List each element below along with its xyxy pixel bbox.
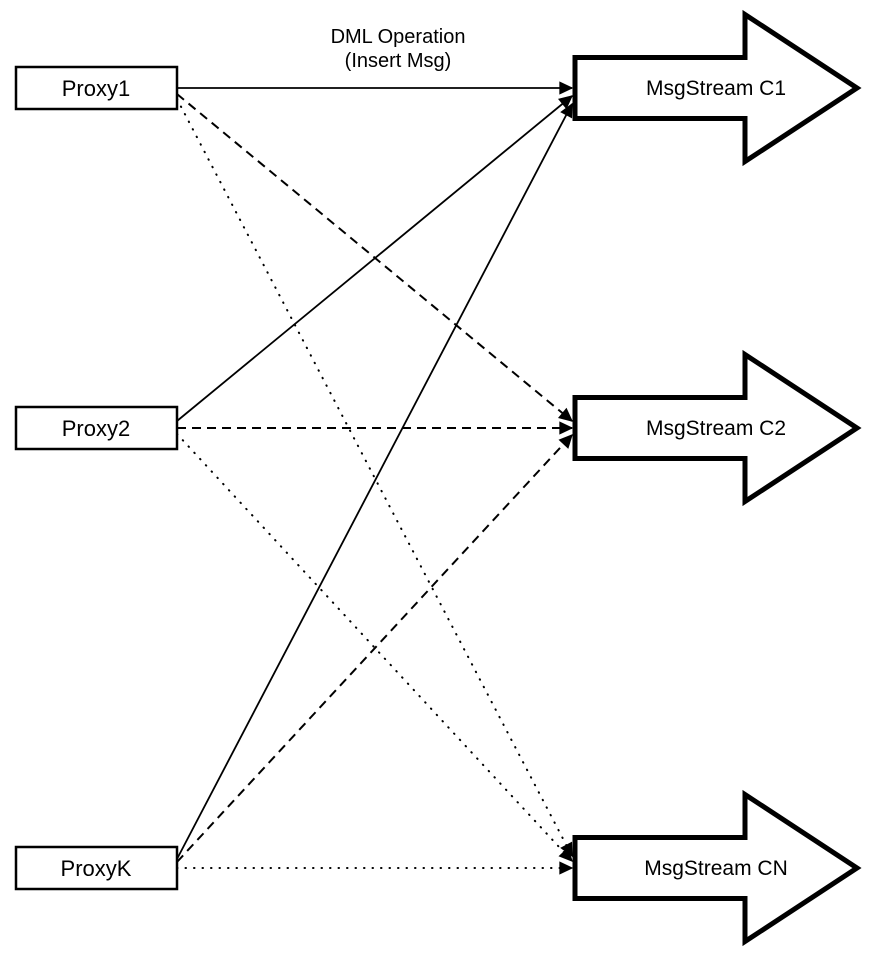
- proxy2-label: Proxy2: [62, 416, 130, 441]
- msgstream-c1-label: MsgStream C1: [646, 77, 786, 100]
- msgstream-cn-label: MsgStream CN: [644, 857, 788, 880]
- proxy1-box: [14, 65, 179, 111]
- edge-proxy1-to-c2-dashed-line: [176, 93, 574, 422]
- diagram-title-line1: DML Operation: [331, 26, 466, 48]
- diagram-title-line2: (Insert Msg): [345, 50, 452, 72]
- msgstream-c1-arrow-shape: [572, 9, 862, 167]
- edge-proxy2-to-cn-dotted-line: [176, 433, 573, 862]
- proxyk-box: [14, 845, 179, 891]
- edge-proxy1-to-cn-dotted-line: [176, 98, 573, 858]
- msgstream-cn-arrow-shape: [572, 789, 862, 947]
- proxy2-box: [14, 405, 179, 451]
- msgstream-c2-arrow-shape: [572, 349, 862, 507]
- proxy1-label: Proxy1: [62, 76, 130, 101]
- edge-proxyk-to-c1-solid-line: [176, 102, 573, 860]
- msgstream-c2-label: MsgStream C2: [646, 417, 786, 440]
- proxyk-label: ProxyK: [61, 856, 132, 881]
- edge-proxyk-to-c2-dashed-line: [176, 434, 573, 863]
